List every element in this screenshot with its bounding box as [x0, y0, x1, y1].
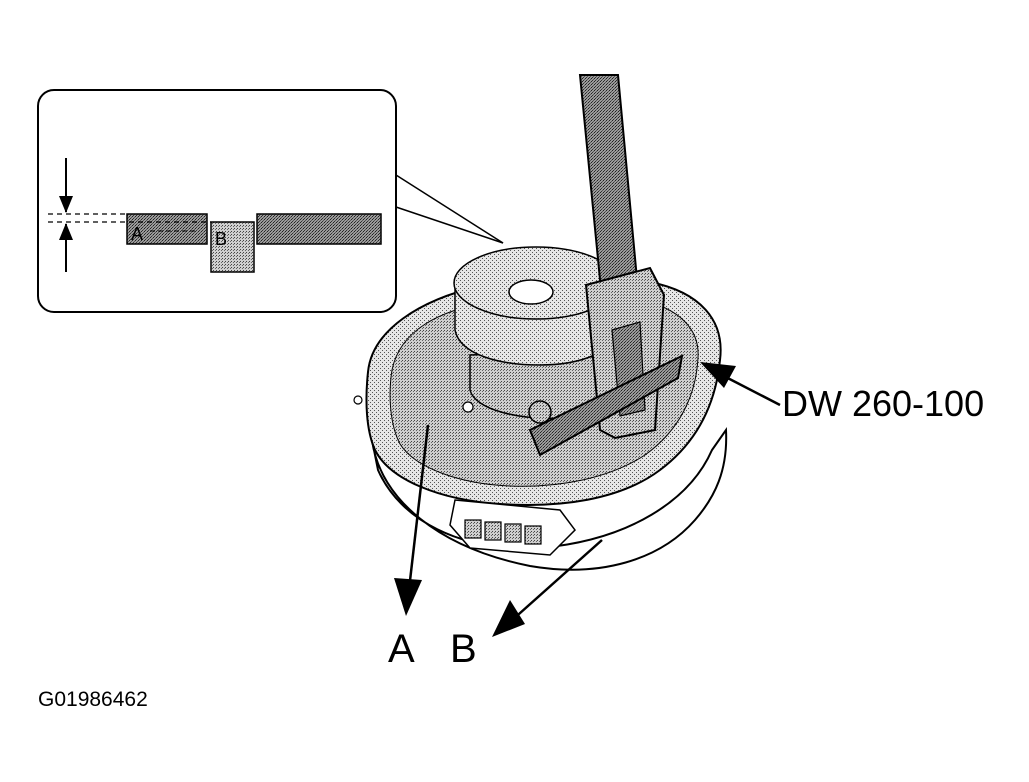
inset-callout-line-top [395, 174, 504, 244]
hole-1 [462, 401, 474, 413]
label-point-a: A [388, 627, 415, 671]
hole-2 [353, 395, 363, 405]
gauge-base-blade [528, 354, 684, 457]
tool-label: DW 260-100 [782, 383, 984, 424]
inset-label-b: B [215, 229, 227, 249]
hub-center-bore [508, 279, 554, 305]
inset-label-a: A [131, 224, 143, 244]
callout-arrows [394, 362, 781, 637]
label-point-b: B [450, 627, 477, 671]
depth-gauge-tool [528, 74, 684, 457]
inset-callout-line-bottom [395, 206, 504, 244]
arrow-to-point-a [406, 424, 430, 599]
figure-id: G01986462 [38, 688, 148, 711]
rotary-part [353, 246, 728, 571]
arrow-to-point-b [509, 539, 603, 623]
inset-frame [37, 89, 397, 313]
inset-surface-right [256, 213, 382, 245]
connector-pins [464, 519, 542, 545]
inset-surface-b [210, 221, 255, 273]
inset-surface-a [126, 213, 208, 245]
screw [528, 400, 552, 424]
inset-detail: A B [37, 89, 504, 313]
